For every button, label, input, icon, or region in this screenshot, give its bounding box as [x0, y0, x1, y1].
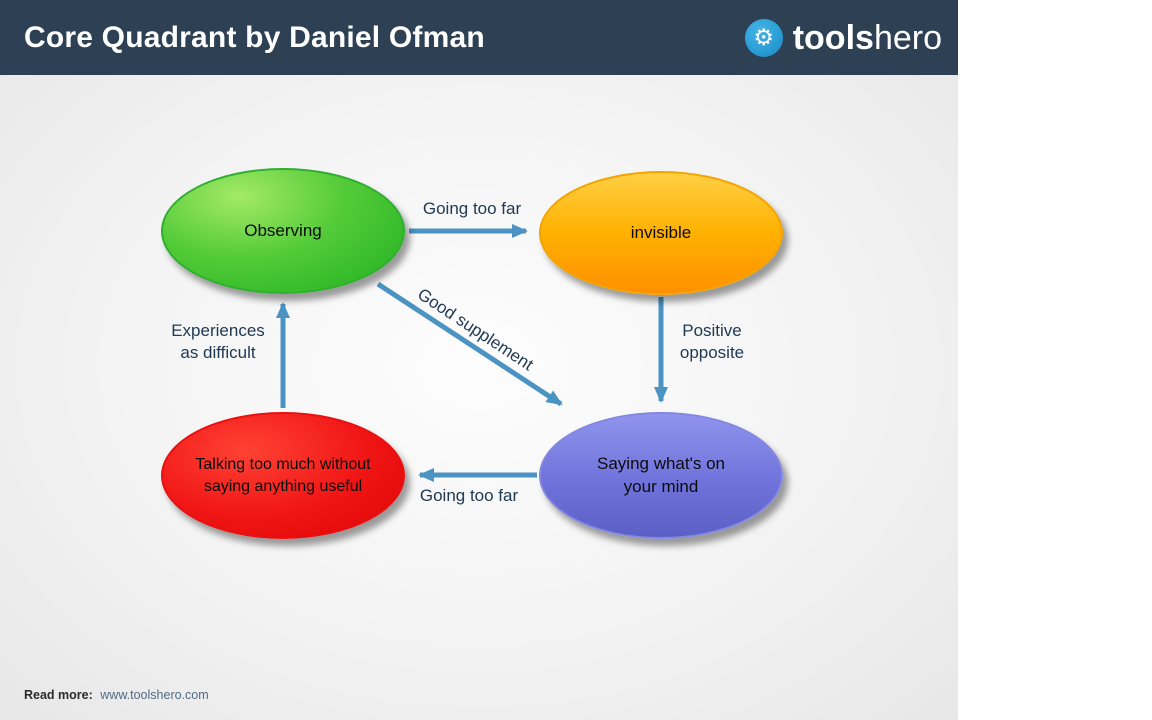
- edge-label-going-too-far-top: Going too far: [422, 199, 522, 218]
- node-saying-whats-on-your-mind-label: Saying what's on your mind: [597, 453, 725, 496]
- node-invisible: invisible: [539, 171, 783, 295]
- node-saying-whats-on-your-mind: Saying what's on your mind: [539, 412, 783, 539]
- brand-bold-text: tools: [792, 18, 874, 57]
- page-title: Core Quadrant by Daniel Ofman: [24, 20, 485, 54]
- gear-magnifier-icon: ⚙: [744, 18, 783, 57]
- header-bar: Core Quadrant by Daniel Ofman ⚙ toolsher…: [0, 0, 958, 75]
- gear-glyph: ⚙: [753, 24, 775, 50]
- node-observing-label: Observing: [244, 220, 322, 240]
- node-talking-too-much-label: Talking too much without saying anything…: [195, 455, 371, 495]
- node-observing: Observing: [161, 168, 405, 294]
- brand-wordmark: toolshero: [793, 21, 942, 55]
- footer-url: www.toolshero.com: [100, 688, 209, 702]
- read-more-label: Read more:: [24, 688, 93, 702]
- footer: Read more: www.toolshero.com: [24, 688, 209, 702]
- edge-label-going-too-far-bottom: Going too far: [419, 486, 519, 505]
- node-invisible-label: invisible: [630, 222, 692, 242]
- brand-logo: ⚙ toolshero: [744, 18, 942, 57]
- brand-light-text: hero: [873, 18, 942, 57]
- edge-label-experiences-as-difficult: Experiences as difficult: [171, 321, 265, 363]
- edge-label-positive-opposite: Positive opposite: [679, 321, 745, 363]
- right-margin: [958, 0, 1152, 720]
- node-talking-too-much: Talking too much without saying anything…: [161, 412, 405, 539]
- diagram-canvas-background: [0, 75, 958, 720]
